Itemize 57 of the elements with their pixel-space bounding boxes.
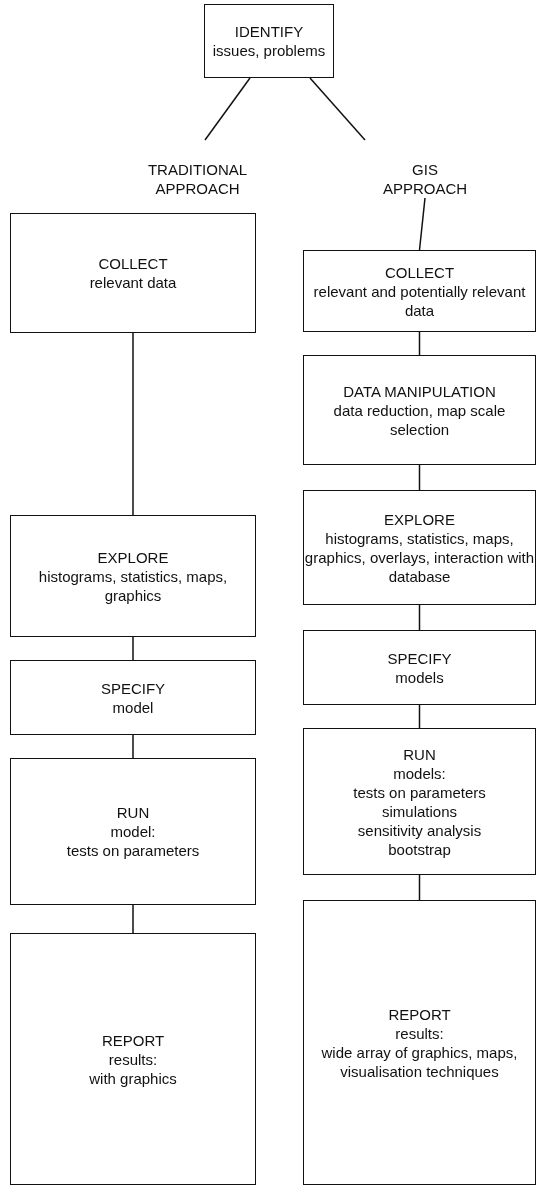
step-heading: DATA MANIPULATION — [343, 381, 496, 401]
process-box — [303, 728, 536, 875]
connector-line — [309, 77, 366, 141]
process-box — [10, 660, 256, 735]
connector-line — [418, 874, 421, 901]
connector-line — [132, 904, 134, 934]
step-text: sensitivity analysis — [357, 820, 482, 840]
process-box — [303, 630, 536, 705]
step-text: results: — [108, 1049, 158, 1069]
step-text: issues, problems — [212, 41, 326, 60]
step-text: models: — [393, 763, 446, 783]
step-heading: COLLECT — [384, 262, 455, 282]
process-box — [10, 758, 256, 905]
step-text: model: — [110, 822, 156, 841]
step-text: relevant and potentially relevant data — [312, 281, 527, 320]
step-text: tests on parameters — [353, 782, 486, 802]
connector-line — [132, 332, 134, 516]
process-box — [303, 250, 536, 332]
step-text: histograms, statistics, maps, graphics, overlays, interaction with database — [304, 528, 535, 586]
connector-line — [418, 464, 421, 491]
step-text: with graphics — [89, 1068, 177, 1088]
step-heading: SPECIFY — [387, 648, 452, 668]
step-heading: SPECIFY — [100, 678, 166, 698]
process-box — [303, 900, 536, 1185]
process-box — [303, 490, 536, 605]
step-heading: EXPLORE — [384, 509, 455, 529]
step-text: results: — [395, 1023, 444, 1043]
step-text: model — [112, 697, 154, 717]
step-heading: REPORT — [101, 1030, 165, 1050]
step-text: bootstrap — [388, 839, 451, 859]
step-heading: RUN — [403, 744, 436, 764]
approach-label: TRADITIONAL APPROACH — [147, 160, 248, 198]
step-text: wide array of graphics, maps, visualisation techniques — [320, 1042, 519, 1081]
connector-line — [418, 704, 421, 729]
step-text: simulations — [382, 801, 457, 821]
step-heading: RUN — [116, 803, 150, 822]
step-heading: IDENTIFY — [234, 22, 304, 41]
step-text: data reduction, map scale selection — [332, 400, 507, 439]
connector-line — [132, 636, 134, 661]
process-box — [10, 515, 256, 637]
process-box — [303, 355, 536, 465]
process-box — [10, 213, 256, 333]
connector-line — [204, 77, 251, 141]
process-box — [204, 4, 334, 78]
connector-line — [132, 734, 134, 759]
step-text: models — [395, 667, 444, 687]
step-text: tests on parameters — [66, 841, 200, 860]
step-heading: EXPLORE — [97, 547, 169, 567]
approach-label: GIS APPROACH — [381, 160, 469, 198]
process-box — [10, 933, 256, 1185]
connector-line — [418, 331, 421, 356]
step-text: relevant data — [89, 273, 177, 292]
connector-line — [418, 604, 421, 631]
step-heading: COLLECT — [98, 254, 168, 273]
step-text: histograms, statistics, maps, graphics — [37, 566, 229, 605]
step-heading: REPORT — [388, 1004, 451, 1024]
connector-line — [418, 197, 426, 251]
